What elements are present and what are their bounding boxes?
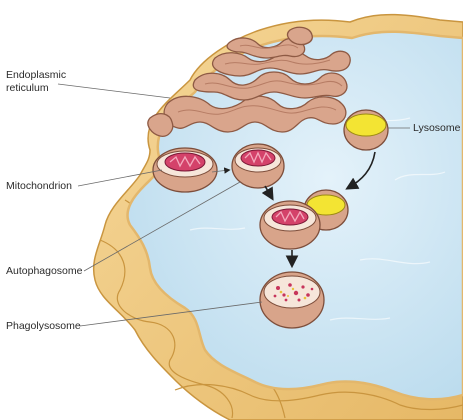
arrow-icon <box>345 151 376 190</box>
label-lysosome: Lysosome <box>413 122 461 134</box>
label-phagolysosome: Phagolysosome <box>6 320 81 332</box>
autophagosome-organelle <box>259 189 349 250</box>
membrane-fold-3 <box>174 384 463 411</box>
arrow-icon <box>211 167 231 174</box>
arrow-icon <box>261 185 274 201</box>
endoplasmic-reticulum <box>147 26 351 137</box>
phagolysosome-organelle <box>259 271 325 329</box>
label-er-line1: Endoplasmic <box>6 69 66 81</box>
lysosome-organelle <box>343 109 389 151</box>
mitochondrion-vesicle <box>231 143 285 189</box>
label-autophagosome: Autophagosome <box>6 265 83 277</box>
engulfing-vesicle <box>152 147 218 193</box>
label-er-line2: reticulum <box>6 82 49 94</box>
label-mitochondrion: Mitochondrion <box>6 180 72 192</box>
membrane-fold-1 <box>99 239 234 419</box>
